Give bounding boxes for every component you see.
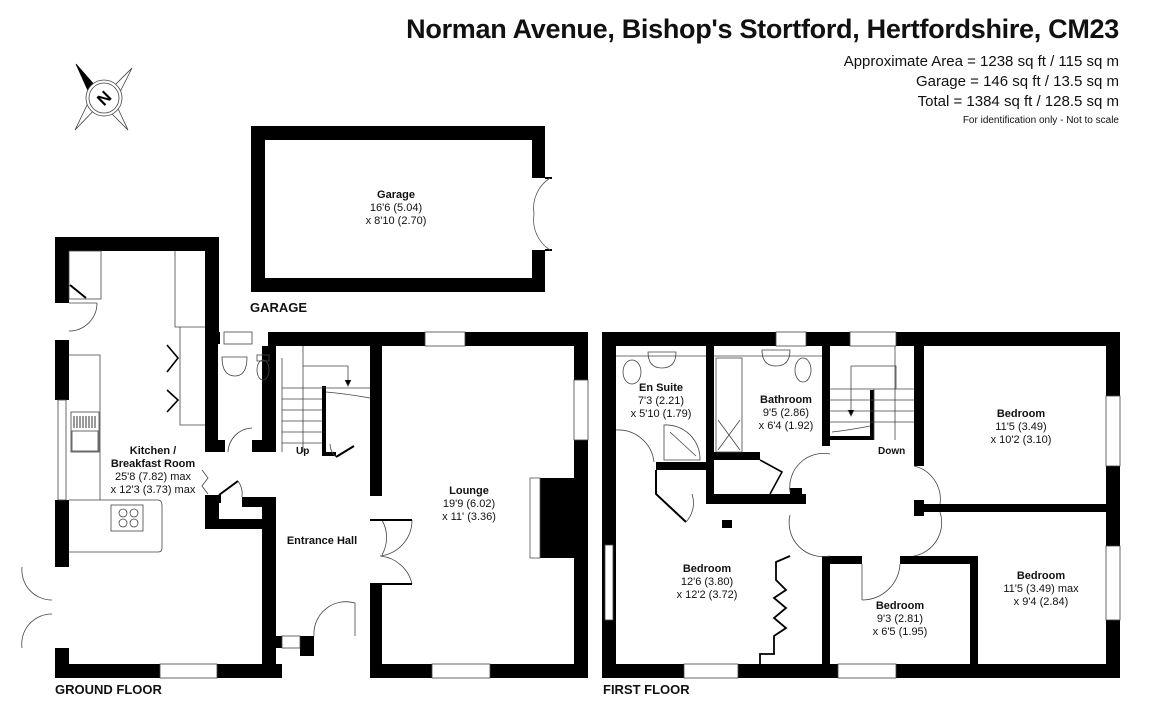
total-area: Total = 1384 sq ft / 128.5 sq m (917, 93, 1119, 110)
approximate-area: Approximate Area = 1238 sq ft / 115 sq m (843, 53, 1119, 70)
room-bathroom: Bathroom 9'5 (2.86) x 6'4 (1.92) (758, 394, 814, 432)
ground-floor-plan (55, 237, 588, 678)
disclaimer: For identification only - Not to scale (962, 115, 1119, 126)
room-en-suite: En Suite 7'3 (2.21) x 5'10 (1.79) (630, 382, 692, 420)
room-bedroom-3: Bedroom 9'3 (2.81) x 6'5 (1.95) (872, 600, 928, 638)
first-floor-details (604, 331, 1121, 679)
room-kitchen: Kitchen / Breakfast Room 25'8 (7.82) max… (110, 445, 196, 496)
garage-floor-label: GARAGE (250, 300, 308, 315)
page-title: Norman Avenue, Bishop's Stortford, Hertf… (406, 14, 1119, 44)
room-bedroom-2: Bedroom 12'6 (3.80) x 12'2 (3.72) (676, 563, 738, 601)
first-floor-label: FIRST FLOOR (603, 682, 690, 697)
room-bedroom-1: Bedroom 11'5 (3.49) x 10'2 (3.10) (990, 408, 1052, 446)
ground-floor-details (21, 250, 589, 679)
room-bedroom-4: Bedroom 11'5 (3.49) max x 9'4 (2.84) (1003, 570, 1079, 608)
area-summary: Approximate Area = 1238 sq ft / 115 sq m… (844, 52, 1119, 130)
room-lounge: Lounge 19'9 (6.02) x 11' (3.36) (442, 485, 496, 523)
room-garage: Garage 16'6 (5.04) x 8'10 (2.70) (365, 189, 427, 227)
garage-area: Garage = 146 sq ft / 13.5 sq m (915, 73, 1119, 90)
stairs-up-label: Up (296, 446, 310, 457)
garage-plan (251, 126, 552, 292)
stairs-down-label: Down (878, 446, 906, 457)
ground-floor-label: GROUND FLOOR (55, 682, 162, 697)
room-entrance-hall: Entrance Hall (286, 535, 358, 547)
north-compass-icon: N (74, 63, 133, 131)
